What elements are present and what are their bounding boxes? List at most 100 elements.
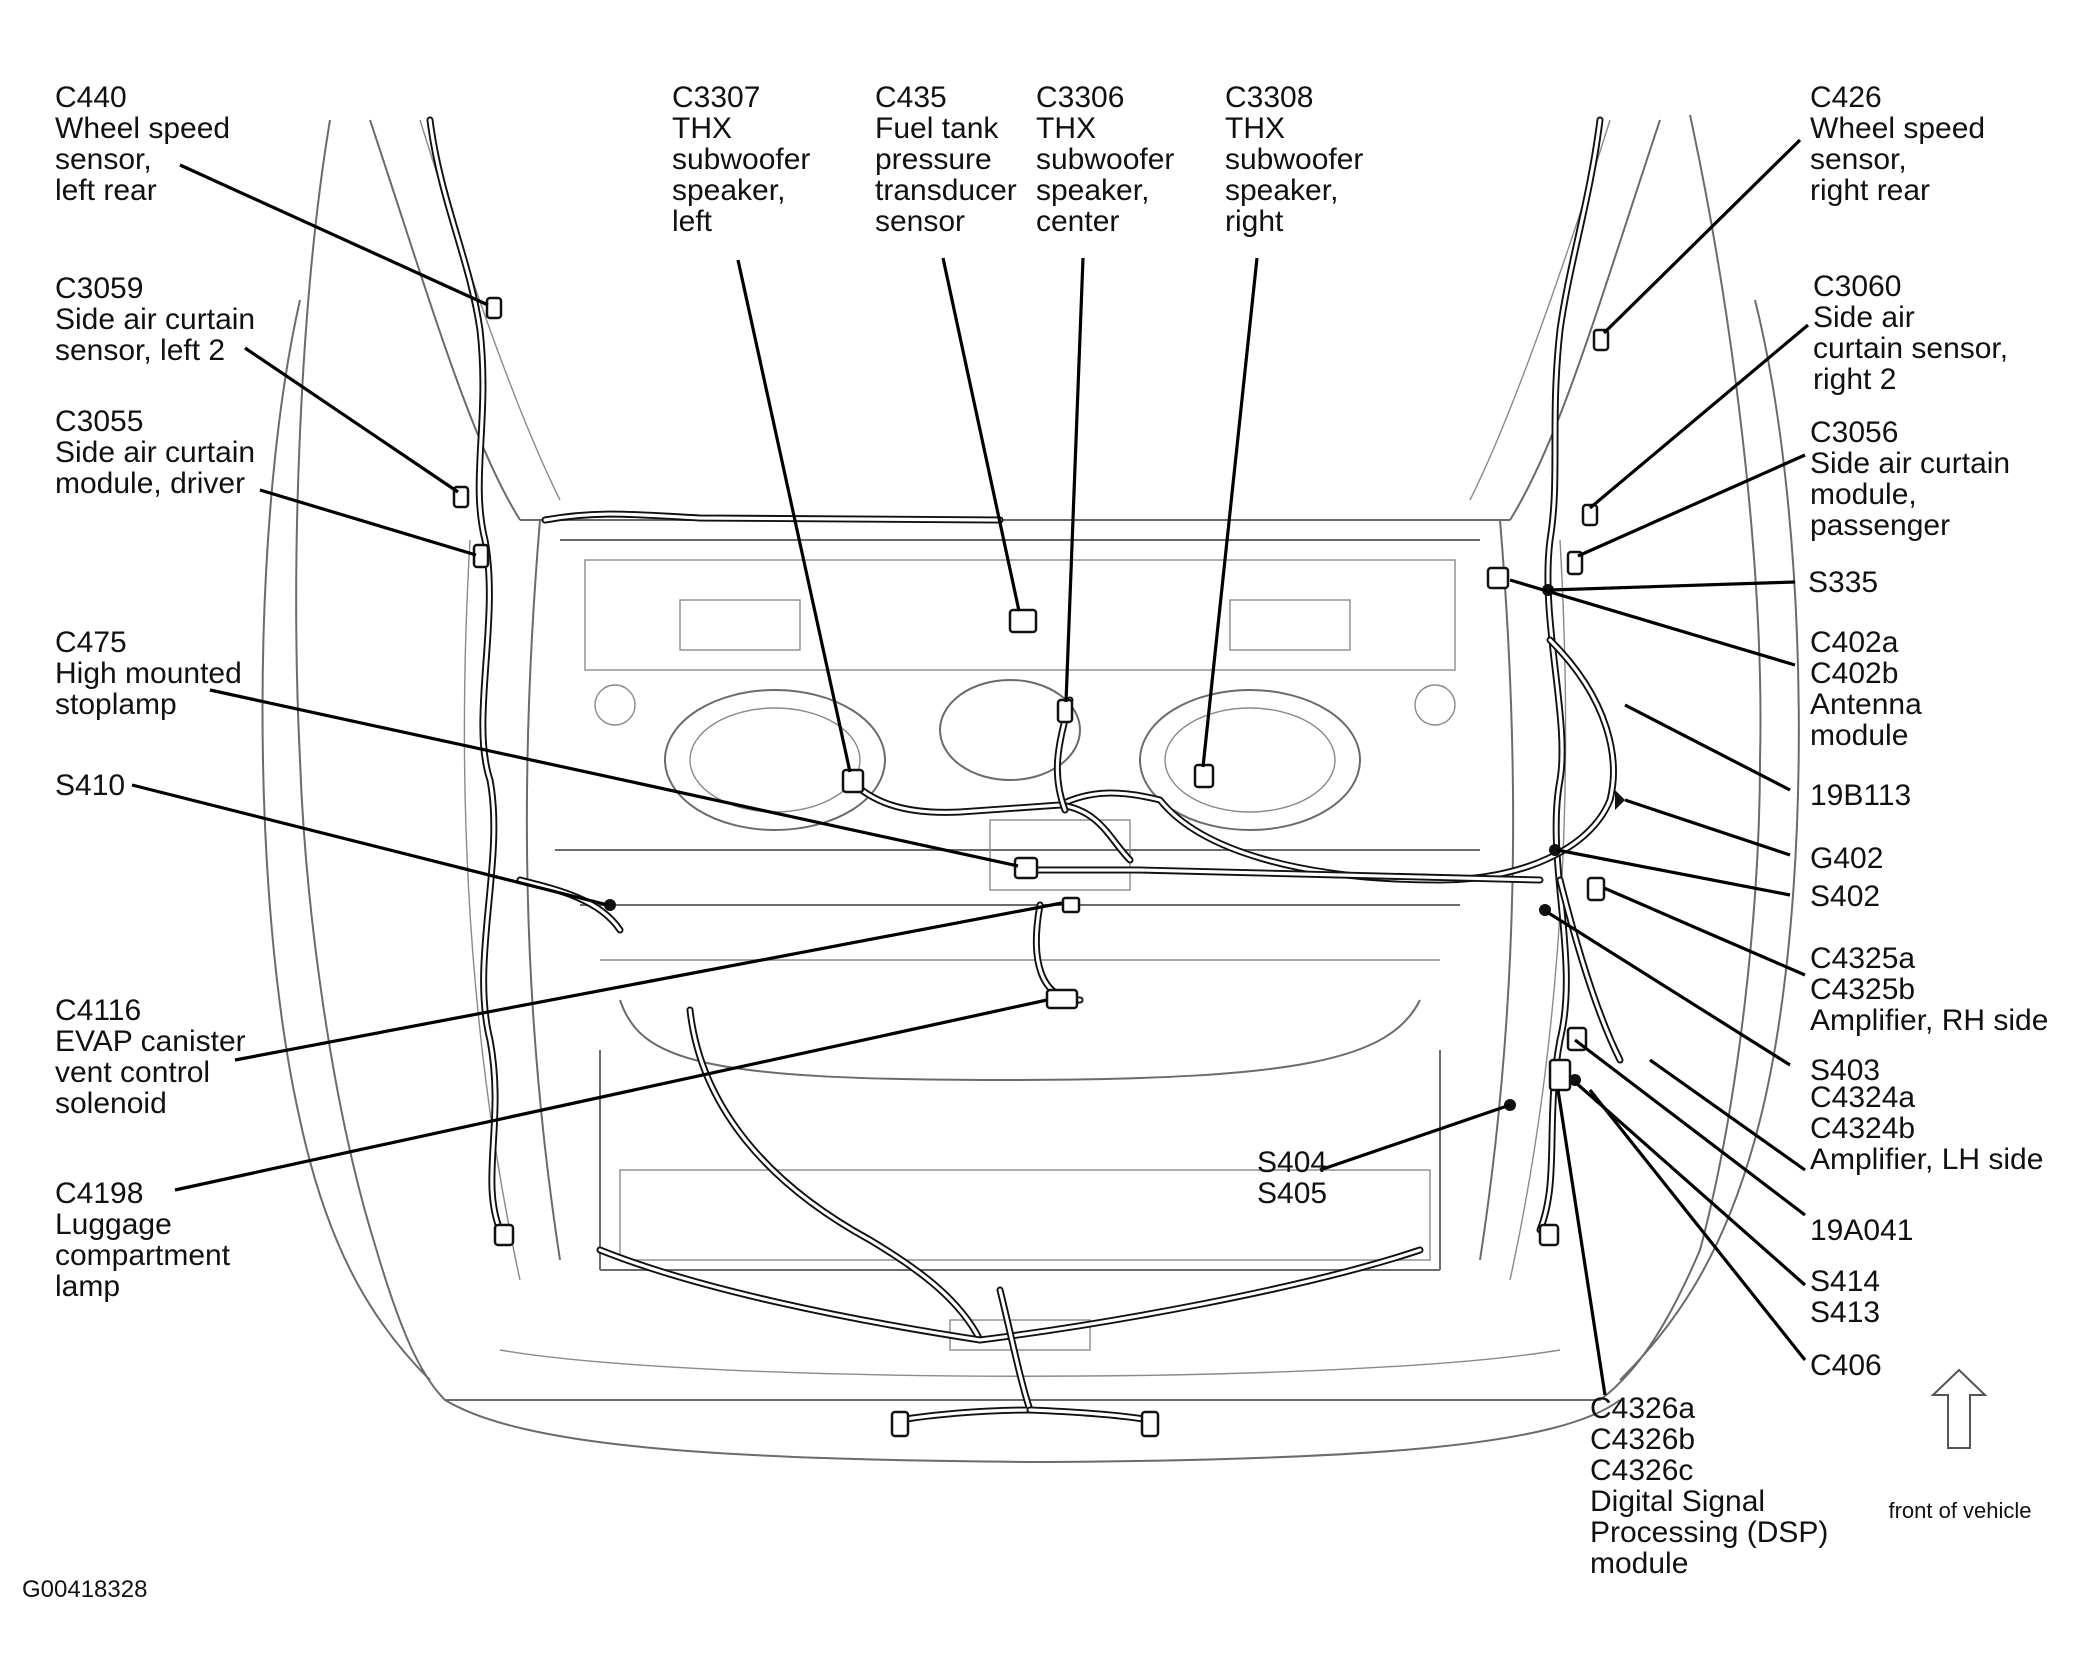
label-s402: S402 — [1810, 880, 1880, 913]
label-c3308-line-2: subwoofer — [1225, 143, 1363, 176]
label-c426-line-2: sensor, — [1810, 143, 1907, 176]
label-c4198-line-3: lamp — [55, 1270, 120, 1303]
label-c3059-line-1: Side air curtain — [55, 303, 255, 336]
label-c4198-line-0: C4198 — [55, 1177, 143, 1210]
connector-c440 — [485, 296, 503, 320]
label-19a041: 19A041 — [1810, 1214, 1913, 1247]
label-c402-line-3: module — [1810, 719, 1908, 752]
leader-19a041 — [1574, 1038, 1806, 1217]
label-c3308-line-0: C3308 — [1225, 81, 1313, 114]
label-c4326-line-4: Processing (DSP) — [1590, 1516, 1828, 1549]
label-c4326-line-5: module — [1590, 1547, 1688, 1580]
label-c435-line-4: sensor — [875, 205, 965, 238]
label-c435-line-3: transducer — [875, 174, 1017, 207]
label-19b113-line-0: 19B113 — [1810, 779, 1911, 812]
connector-c3306 — [1056, 698, 1074, 724]
connector-c3055 — [472, 543, 490, 569]
connector-right-lower — [1538, 1223, 1560, 1247]
leader-c4324 — [1649, 1058, 1806, 1172]
label-c4116-line-3: solenoid — [55, 1087, 167, 1120]
label-c475-line-1: High mounted — [55, 657, 242, 690]
label-c4324-line-2: Amplifier, LH side — [1810, 1143, 2043, 1176]
connector-c3307 — [841, 768, 865, 794]
label-c4116-line-1: EVAP canister — [55, 1025, 246, 1058]
label-s404-line-0: S404 — [1257, 1146, 1327, 1179]
leader-c426 — [1602, 138, 1802, 335]
label-c406-line-0: C406 — [1810, 1349, 1882, 1382]
label-c475-line-0: C475 — [55, 626, 127, 659]
label-c426-line-3: right rear — [1810, 174, 1930, 207]
label-g402: G402 — [1810, 842, 1883, 875]
label-s403-line-0: S403 — [1810, 1054, 1880, 1087]
label-c3307-line-3: speaker, — [672, 174, 785, 207]
label-c4116-line-2: vent control — [55, 1056, 210, 1089]
label-g402-line-0: G402 — [1810, 842, 1883, 875]
label-c440-line-2: sensor, — [55, 143, 152, 176]
leader-lines — [131, 138, 1810, 1396]
label-c3308-line-3: speaker, — [1225, 174, 1338, 207]
leader-s414 — [1573, 1080, 1807, 1287]
label-c4326-line-0: C4326a — [1590, 1392, 1695, 1425]
leader-c3059 — [244, 346, 459, 494]
label-c3056-line-0: C3056 — [1810, 416, 1898, 449]
label-s410: S410 — [55, 769, 125, 802]
label-c435-line-1: Fuel tank — [875, 112, 999, 145]
leader-c4198 — [174, 998, 1048, 1192]
splice-s402 — [1549, 844, 1561, 856]
label-c4116-line-0: C4116 — [55, 994, 141, 1027]
label-c3308-line-4: right — [1225, 205, 1284, 238]
front-of-vehicle-label: front of vehicle — [1888, 1498, 2031, 1523]
connector-left-lower — [493, 1223, 515, 1247]
leader-s404 — [1319, 1103, 1511, 1172]
label-c3055-line-2: module, driver — [55, 467, 245, 500]
label-c435-line-2: pressure — [875, 143, 992, 176]
label-c3059-line-2: sensor, left 2 — [55, 334, 225, 367]
label-s410-line-0: S410 — [55, 769, 125, 802]
label-c3055-line-1: Side air curtain — [55, 436, 255, 469]
leader-c3307 — [736, 259, 852, 773]
label-19b113: 19B113 — [1810, 779, 1911, 812]
label-s404-line-1: S405 — [1257, 1177, 1327, 1210]
leader-c435 — [941, 257, 1021, 612]
label-c3306-line-4: center — [1036, 205, 1119, 238]
ground-g402 — [1615, 790, 1625, 810]
connector-c4198 — [1045, 988, 1079, 1010]
label-c3306-line-2: subwoofer — [1036, 143, 1174, 176]
label-c3059-line-0: C3059 — [55, 272, 143, 305]
label-c426-line-0: C426 — [1810, 81, 1882, 114]
label-c402-line-1: C402b — [1810, 657, 1898, 690]
connector-c402 — [1486, 566, 1510, 590]
label-c4198-line-1: Luggage — [55, 1208, 172, 1241]
label-c4325-line-2: Amplifier, RH side — [1810, 1004, 2048, 1037]
label-c3060-line-1: Side air — [1813, 301, 1915, 334]
connector-rear-left — [890, 1410, 910, 1438]
label-c402-line-0: C402a — [1810, 626, 1899, 659]
label-19a041-line-0: 19A041 — [1810, 1214, 1913, 1247]
label-c3306-line-1: THX — [1036, 112, 1096, 145]
label-s414-line-0: S414 — [1810, 1265, 1880, 1298]
label-s335: S335 — [1808, 566, 1878, 599]
label-c3307-line-1: THX — [672, 112, 732, 145]
label-c3060-line-3: right 2 — [1813, 363, 1896, 396]
label-c4326-line-2: C4326c — [1590, 1454, 1693, 1487]
leader-s410 — [131, 783, 609, 907]
leader-c402 — [1509, 578, 1796, 667]
leader-c4326 — [1556, 1089, 1607, 1396]
label-c3060-line-2: curtain sensor, — [1813, 332, 2008, 365]
leader-c3308 — [1201, 257, 1259, 768]
